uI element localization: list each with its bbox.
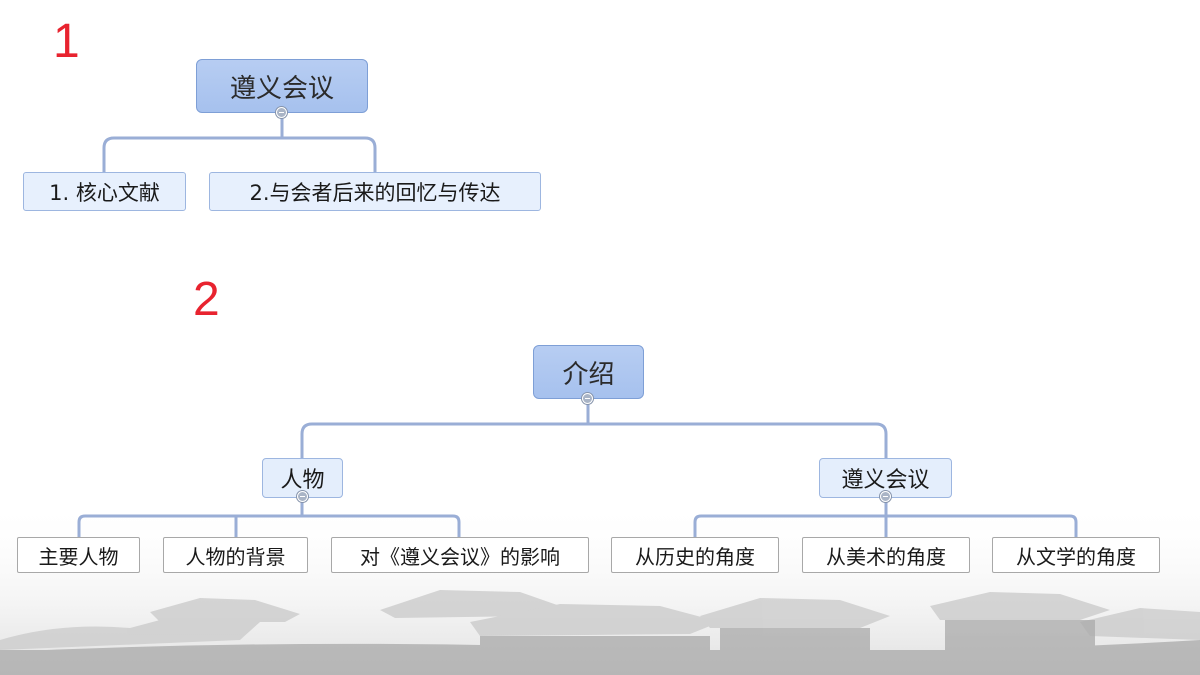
- mindmap-2-leaf-history-angle[interactable]: 从历史的角度: [611, 537, 779, 573]
- mindmap-2-branch-people[interactable]: 人物: [262, 458, 343, 498]
- section-number-2: 2: [193, 273, 220, 326]
- mindmap-1-root[interactable]: 遵义会议: [196, 59, 368, 113]
- mindmap-1-child-core-documents[interactable]: 1. 核心文献: [23, 172, 186, 211]
- mindmap-2-leaf-influence[interactable]: 对《遵义会议》的影响: [331, 537, 589, 573]
- mindmap-2-root[interactable]: 介绍: [533, 345, 644, 399]
- section-number-1: 1: [53, 15, 80, 68]
- collapse-icon[interactable]: [880, 491, 891, 502]
- collapse-icon[interactable]: [276, 107, 287, 118]
- connector-root-2-bar: [300, 422, 888, 460]
- mindmap-1-child-recollections[interactable]: 2.与会者后来的回忆与传达: [209, 172, 541, 211]
- mindmap-2-leaf-people-background[interactable]: 人物的背景: [163, 537, 308, 573]
- connector-people-bar: [77, 514, 461, 539]
- mindmap-2-branch-meeting[interactable]: 遵义会议: [819, 458, 952, 498]
- collapse-icon[interactable]: [297, 491, 308, 502]
- mindmap-2-leaf-literature-angle[interactable]: 从文学的角度: [992, 537, 1160, 573]
- mindmap-2-leaf-art-angle[interactable]: 从美术的角度: [802, 537, 970, 573]
- connector-root-1-bar: [102, 136, 377, 174]
- collapse-icon[interactable]: [582, 393, 593, 404]
- mindmap-2-leaf-main-people[interactable]: 主要人物: [17, 537, 140, 573]
